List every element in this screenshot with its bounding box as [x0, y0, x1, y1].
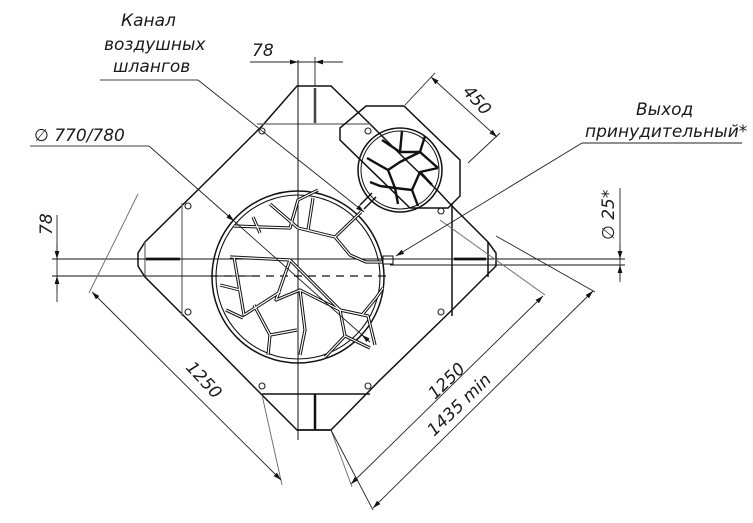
dim-text-top-78: 78: [252, 41, 274, 61]
large-grate: [211, 188, 394, 364]
dim-left-78: 78: [37, 213, 60, 302]
mounting-hole: [364, 127, 372, 135]
label-air-hose-line3: шлангов: [113, 57, 190, 77]
mounting-hole: [437, 207, 445, 215]
callout-grate-diameter: ∅ 770/780: [30, 126, 371, 343]
dim-text-outlet-diameter: ∅ 25*: [599, 190, 619, 240]
dim-text-left-78: 78: [37, 213, 57, 235]
callout-forced-outlet: Выход принудительный*: [395, 100, 747, 257]
mounting-hole: [184, 202, 192, 210]
dim-text-450: 450: [458, 82, 495, 119]
mounting-hole: [364, 382, 372, 390]
dim-text-1250-left: 1250: [181, 358, 225, 403]
label-outlet-line1: Выход: [636, 100, 693, 120]
label-air-hose-line1: Канал: [121, 11, 176, 31]
mounting-hole: [437, 308, 445, 316]
air-box: [339, 105, 461, 213]
dim-outlet-diameter: ∅ 25*: [599, 188, 623, 282]
dim-450: 450: [404, 72, 501, 164]
callout-air-hose-channel: Канал воздушных шлангов: [100, 11, 365, 213]
label-outlet-line2: принудительный*: [585, 122, 747, 142]
mounting-hole: [184, 308, 192, 316]
mounting-hole: [258, 382, 266, 390]
label-grate-diameter: ∅ 770/780: [34, 126, 125, 146]
center-lines: [52, 60, 625, 440]
label-air-hose-line2: воздушных: [104, 35, 206, 55]
dim-top-78: 78: [250, 41, 343, 86]
